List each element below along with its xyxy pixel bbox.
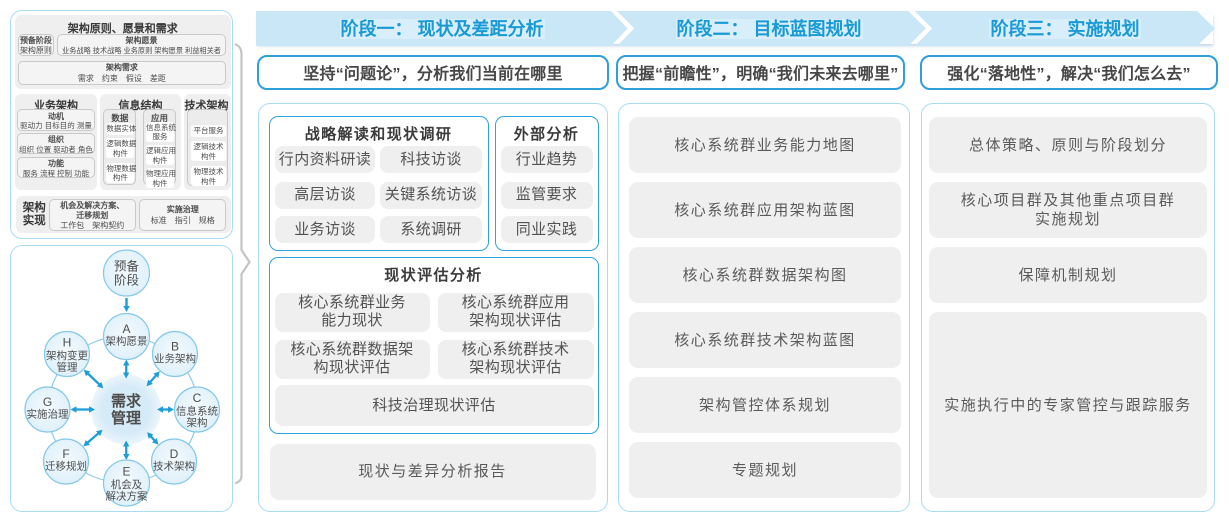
svg-text:阶段: 阶段 xyxy=(114,273,139,288)
svg-text:D: D xyxy=(170,447,179,461)
svg-text:实施治理: 实施治理 xyxy=(27,408,69,421)
svg-text:技术架构: 技术架构 xyxy=(153,460,195,473)
svg-text:业务架构: 业务架构 xyxy=(154,352,196,365)
svg-text:B: B xyxy=(171,340,179,354)
svg-text:架构: 架构 xyxy=(187,416,208,429)
svg-text:迁移规划: 迁移规划 xyxy=(45,460,87,473)
svg-text:架构变更: 架构变更 xyxy=(46,349,88,362)
svg-text:管理: 管理 xyxy=(111,409,141,427)
svg-text:H: H xyxy=(63,336,72,350)
svg-text:A: A xyxy=(122,322,130,336)
svg-text:预备: 预备 xyxy=(114,260,140,274)
svg-text:C: C xyxy=(193,391,202,405)
svg-text:E: E xyxy=(122,465,130,479)
svg-text:管理: 管理 xyxy=(57,361,78,374)
svg-text:需求: 需求 xyxy=(111,392,142,410)
svg-text:机会及: 机会及 xyxy=(111,478,143,491)
svg-text:解决方案: 解决方案 xyxy=(106,490,148,503)
svg-text:F: F xyxy=(62,447,69,461)
svg-text:G: G xyxy=(43,395,52,409)
svg-text:信息系统: 信息系统 xyxy=(176,405,218,418)
svg-text:架构愿景: 架构愿景 xyxy=(106,335,148,348)
